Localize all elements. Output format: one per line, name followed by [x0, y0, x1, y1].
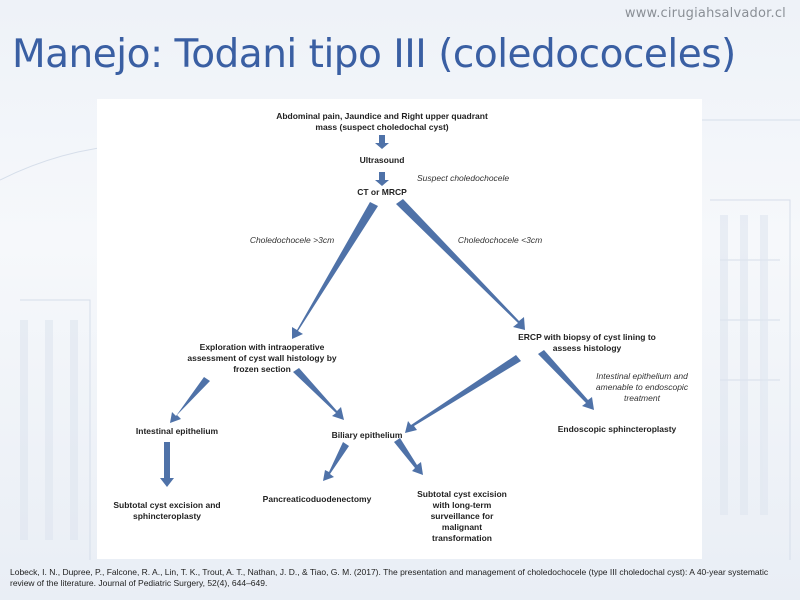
node-exploration: Exploration with intraoperative assessme…: [187, 342, 337, 374]
arrow-ercp-to-endoscopic: [538, 350, 594, 410]
arrow-biliary-to-surveillance: [394, 438, 423, 475]
node-pancreaticoduodenectomy: Pancreaticoduodenectomy: [262, 494, 372, 504]
arrow-biliary-to-pancreatico: [323, 442, 349, 481]
node-endoscopic: Endoscopic sphincteroplasty: [557, 424, 677, 434]
slide-title: Manejo: Todani tipo III (coledococeles): [12, 32, 736, 77]
node-start: Abdominal pain, Jaundice and Right upper…: [276, 111, 488, 132]
label-choledochocele-gt3: Choledochocele >3cm: [249, 235, 335, 245]
arrow-ercp-to-biliary: [405, 355, 521, 433]
node-ultrasound: Ultrasound: [359, 155, 405, 165]
arrow-ct-to-ercp: [396, 199, 525, 330]
label-suspect-choledochocele: Suspect choledochocele: [417, 173, 510, 183]
citation: Lobeck, I. N., Dupree, P., Falcone, R. A…: [10, 567, 769, 588]
site-url: www.cirugiahsalvador.cl: [624, 6, 786, 21]
label-intestinal-amenable: Intestinal epithelium and amenable to en…: [595, 371, 689, 403]
arrow-exploration-to-biliary: [293, 368, 344, 420]
flowchart-panel: Abdominal pain, Jaundice and Right upper…: [97, 99, 702, 559]
arrow-start-to-ultrasound: [375, 135, 389, 149]
node-biliary: Biliary epithelium: [331, 430, 403, 440]
arrow-exploration-to-intestinal: [170, 377, 210, 423]
label-choledochocele-lt3: Choledochocele <3cm: [457, 235, 543, 245]
arrow-ct-to-exploration: [292, 202, 378, 339]
node-ct-mrcp: CT or MRCP: [357, 187, 407, 197]
arrow-intestinal-to-subtotal: [160, 442, 174, 487]
node-subtotal-sphincteroplasty: Subtotal cyst excision and sphincteropla…: [113, 500, 221, 521]
node-intestinal: Intestinal epithelium: [135, 426, 219, 436]
node-ercp: ERCP with biopsy of cyst lining to asses…: [518, 332, 656, 353]
flowchart-arrows: [160, 135, 594, 487]
arrow-ultrasound-to-ct: [375, 172, 389, 186]
node-subtotal-surveillance: Subtotal cyst excision with long-term su…: [417, 489, 507, 543]
